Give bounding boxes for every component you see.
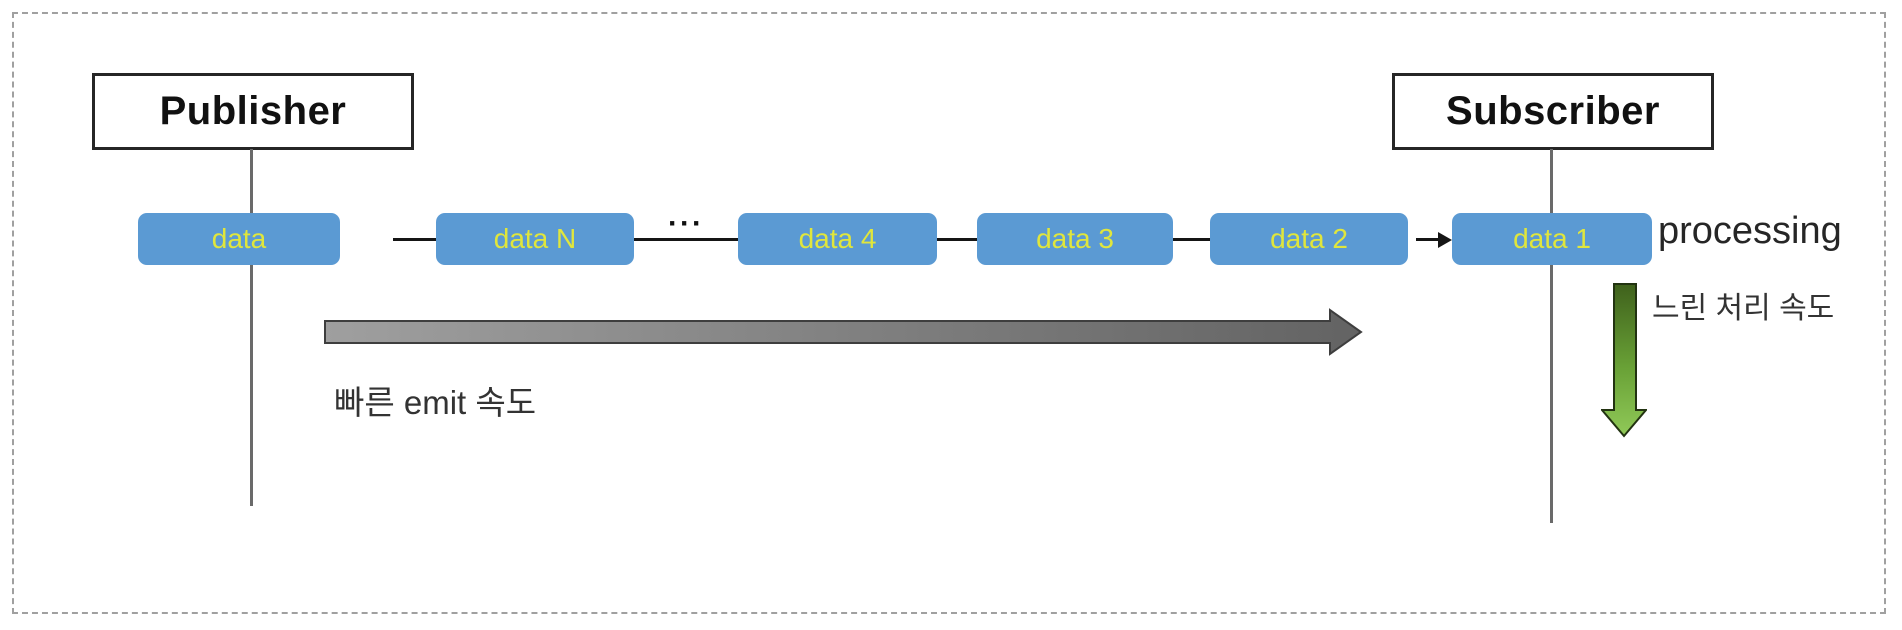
processing-speed-arrow-icon [1601, 283, 1647, 438]
data-box-label: data [211, 223, 267, 254]
data-box-label: data 3 [1036, 223, 1114, 254]
data-box: data N [436, 213, 634, 265]
publisher-label: Publisher [159, 89, 347, 133]
data-box: data 3 [977, 213, 1173, 265]
data-box: data 1 [1452, 213, 1652, 265]
data-box: data 2 [1210, 213, 1408, 265]
data-box-label: data 4 [798, 223, 877, 254]
processing-label: processing [1658, 210, 1842, 252]
subscriber-label: Subscriber [1446, 89, 1660, 133]
data-box: data [138, 213, 340, 265]
emit-speed-arrow-icon [324, 308, 1363, 356]
subscriber-lifeline [1550, 149, 1553, 523]
data-box-label: data 1 [1513, 223, 1591, 254]
data-box: data 4 [738, 213, 937, 265]
data-box-label: data N [493, 223, 577, 254]
connector-line [1416, 238, 1440, 241]
processing-speed-label: 느린 처리 속도 [1652, 292, 1835, 325]
connector-line [393, 238, 437, 241]
subscriber-node: Subscriber [1392, 73, 1714, 150]
emit-speed-label: 빠른 emit 속도 [334, 384, 537, 421]
connector-line [935, 238, 978, 241]
dashed-border [12, 12, 1886, 614]
connector-line [634, 238, 740, 241]
connector-line [1171, 238, 1211, 241]
flow-arrowhead-icon [1438, 231, 1452, 248]
queue-ellipsis: ··· [668, 207, 704, 240]
data-box-label: data 2 [1270, 223, 1348, 254]
publisher-lifeline [250, 149, 253, 506]
publisher-node: Publisher [92, 73, 414, 150]
